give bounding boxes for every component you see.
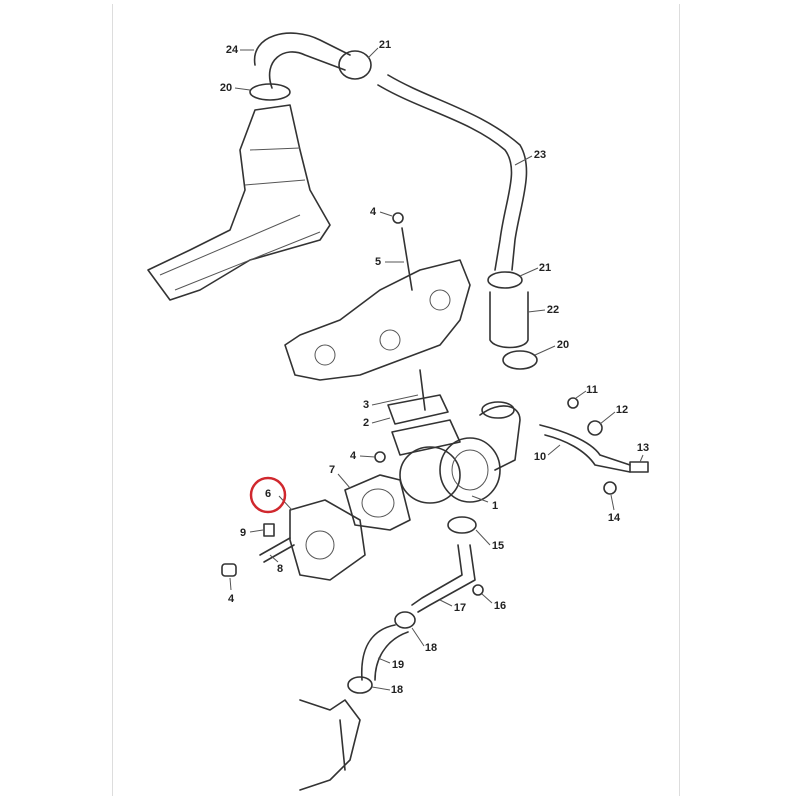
label-19: 19 [391, 659, 405, 671]
engine-block [299, 699, 361, 791]
highlight-circle [249, 476, 287, 514]
label-8: 8 [276, 563, 284, 575]
clamp-20-top [249, 83, 291, 101]
label-3: 3 [362, 399, 370, 411]
hose-22 [489, 291, 529, 349]
label-4: 4 [369, 206, 377, 218]
label-12: 12 [615, 404, 629, 416]
intake-manifold [147, 104, 331, 301]
label-20: 20 [219, 82, 233, 94]
label-14: 14 [607, 512, 621, 524]
label-21: 21 [378, 39, 392, 51]
compressor-housing [439, 437, 501, 503]
gasket-2 [387, 394, 449, 425]
hose-19 [360, 624, 409, 681]
gasket-7 [344, 474, 411, 531]
label-6[interactable]: 6 [264, 488, 272, 500]
nut-4-low [221, 563, 237, 577]
label-23: 23 [533, 149, 547, 161]
gasket-15 [447, 516, 477, 534]
label-7: 7 [328, 464, 336, 476]
turbo-flange [391, 419, 461, 456]
banjo-12 [587, 420, 603, 436]
hose-24 [253, 32, 351, 89]
label-22: 22 [546, 304, 560, 316]
exhaust-port [379, 329, 401, 351]
label-4: 4 [349, 450, 357, 462]
clamp-21-lower [487, 271, 523, 289]
label-24: 24 [225, 44, 239, 56]
bolt-11 [567, 397, 579, 409]
label-15: 15 [491, 540, 505, 552]
label-20: 20 [556, 339, 570, 351]
label-11: 11 [586, 384, 598, 396]
label-17: 17 [453, 602, 467, 614]
bolt-16 [472, 584, 484, 596]
compressor-outlet-mouth [481, 401, 515, 419]
compressor-inlet [451, 449, 489, 491]
hose-23 [377, 74, 528, 271]
exhaust-port [429, 289, 451, 311]
gasket-7-opening [361, 488, 395, 518]
stud-8 [259, 537, 295, 563]
label-4: 4 [227, 593, 235, 605]
clamp-18-lower [347, 676, 373, 694]
leader-lines [229, 47, 644, 691]
elbow-6-opening [305, 530, 335, 560]
stud-3 [419, 369, 426, 411]
label-5: 5 [374, 256, 382, 268]
intake-manifold-detail [159, 147, 321, 291]
exhaust-manifold [284, 259, 471, 381]
drain-pipe-17 [411, 544, 476, 613]
clamp-18-upper [394, 611, 416, 629]
label-10: 10 [533, 451, 547, 463]
label-16: 16 [493, 600, 507, 612]
elbow-6 [289, 499, 366, 581]
turbine-housing [399, 446, 461, 504]
nut-4-mid [374, 451, 386, 463]
label-13: 13 [636, 442, 650, 454]
label-9: 9 [239, 527, 247, 539]
banjo-14 [603, 481, 617, 495]
oil-pipe-10 [539, 424, 631, 473]
stud-5 [401, 227, 413, 291]
label-18: 18 [390, 684, 404, 696]
exhaust-port [314, 344, 336, 366]
label-1: 1 [491, 500, 499, 512]
clamp-21-top [338, 50, 372, 80]
label-18: 18 [424, 642, 438, 654]
turbocharger-1 [399, 401, 521, 504]
bolt-9 [263, 523, 275, 537]
label-21: 21 [538, 262, 552, 274]
bolt-13 [629, 461, 649, 473]
label-2: 2 [362, 417, 370, 429]
nut-4-top [392, 212, 404, 224]
clamp-20-lower [502, 350, 538, 370]
